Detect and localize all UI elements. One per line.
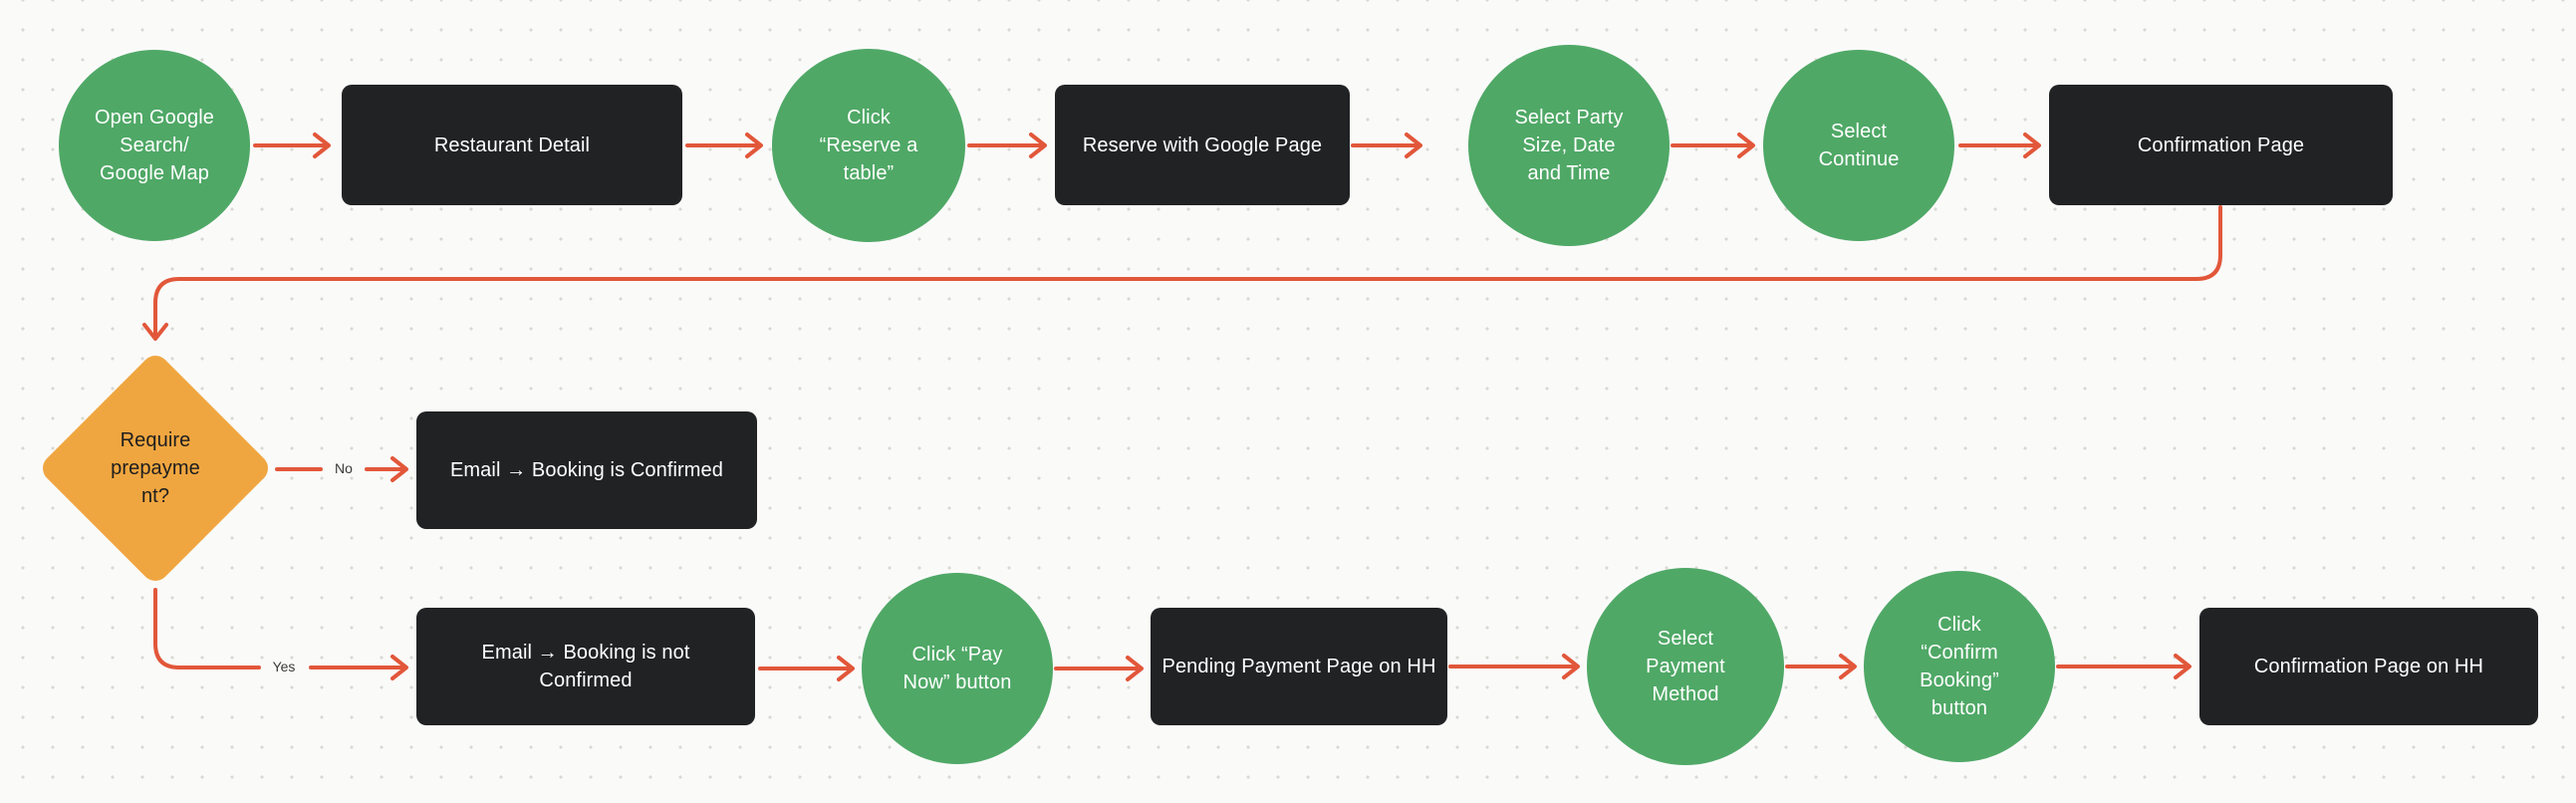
node-label: Pending Payment Page on HH: [1161, 656, 1436, 677]
node-confirmation-page[interactable]: Confirmation Page: [2049, 85, 2393, 205]
node-click-pay-now-button[interactable]: Click “Pay Now” button: [862, 573, 1053, 764]
node-label: Reserve with Google Page: [1082, 134, 1323, 156]
node-label: Click “Reserve a table”: [819, 107, 918, 184]
node-label: Click “Pay Now” button: [902, 644, 1012, 693]
node-label: Require prepayme nt?: [111, 429, 200, 507]
connector-confirmation-page-to-require-prepayment[interactable]: [142, 205, 2222, 341]
node-open-google-search[interactable]: Open Google Search/ Google Map: [59, 50, 250, 241]
node-label: Open Google Search/ Google Map: [94, 107, 215, 184]
node-require-prepayment-decision[interactable]: Require prepayme nt?: [37, 349, 274, 588]
node-label: Confirmation Page: [2137, 134, 2305, 156]
node-select-continue[interactable]: Select Continue: [1763, 50, 1954, 241]
node-label: Restaurant Detail: [433, 134, 591, 156]
node-label: Email → Booking is Confirmed: [449, 459, 723, 481]
node-click-confirm-booking-button[interactable]: Click “Confirm Booking” button: [1864, 571, 2055, 762]
node-label: Click “Confirm Booking” button: [1920, 614, 1999, 719]
node-restaurant-detail[interactable]: Restaurant Detail: [342, 85, 682, 205]
node-label: Select Continue: [1818, 121, 1900, 170]
node-label: Confirmation Page on HH: [2253, 656, 2484, 677]
node-label: Email → Booking is not Confirmed: [481, 642, 690, 691]
node-reserve-with-google-page[interactable]: Reserve with Google Page: [1055, 85, 1350, 205]
edge-label-no[interactable]: No: [335, 460, 353, 476]
node-label: Select Party Size, Date and Time: [1514, 107, 1624, 184]
node-email-booking-not-confirmed[interactable]: Email → Booking is not Confirmed: [416, 608, 755, 725]
node-confirmation-page-hh[interactable]: Confirmation Page on HH: [2199, 608, 2538, 725]
node-pending-payment-page[interactable]: Pending Payment Page on HH: [1151, 608, 1447, 725]
connector-yes-branch-segment[interactable]: [153, 588, 261, 669]
node-select-payment-method[interactable]: Select Payment Method: [1587, 568, 1784, 765]
edge-label-yes[interactable]: Yes: [272, 659, 296, 674]
node-click-reserve-a-table[interactable]: Click “Reserve a table”: [772, 49, 965, 242]
node-email-booking-confirmed[interactable]: Email → Booking is Confirmed: [416, 411, 757, 529]
node-label: Select Payment Method: [1646, 628, 1725, 705]
node-select-party-size-date-time[interactable]: Select Party Size, Date and Time: [1468, 45, 1670, 246]
